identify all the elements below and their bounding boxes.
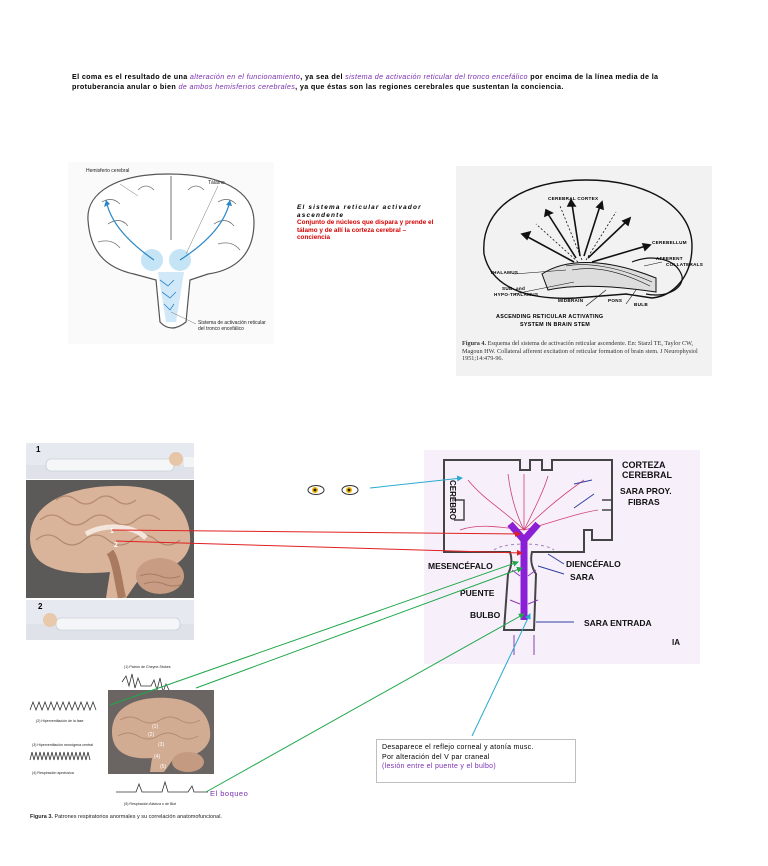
eye-icon-right [341, 482, 359, 495]
fig4-label-bulb: BULB [634, 302, 648, 307]
fig4-label-thalamus: THALAMUS [490, 270, 519, 275]
schematic-label-bulbo: BULBO [470, 610, 501, 620]
corneal-reflex-note: Desaparece el reflejo corneal y atonía m… [376, 739, 576, 783]
photo-number-2: 2 [38, 602, 43, 611]
fig4-label-midbrain: MIDBRAIN [558, 298, 584, 303]
arrow-cyan-eyes [369, 475, 463, 489]
figure-4-caption-text: Esquema del sistema de activación reticu… [462, 340, 698, 363]
lying-patient-1-illustration [26, 452, 194, 479]
schematic-label-cerebro: CEREBRO [448, 480, 457, 521]
ascending-reticular-diagram [483, 179, 693, 307]
intro-emphasis-1: alteración en el funcionamiento [189, 72, 301, 81]
fig4-label-cerebellum: CEREBELLUM [652, 240, 687, 245]
fig4-label-cortex: CEREBRAL CORTEX [548, 196, 599, 201]
schematic-label-sara-entrada: SARA ENTRADA [584, 618, 652, 628]
figure-4-caption: Figura 4. Esquema del sistema de activac… [462, 340, 714, 363]
fig3-label-p2: (2) Hiperventilación de la fase [36, 719, 84, 723]
patient-photo-2: 2 [26, 600, 194, 640]
fig3-label-p4: (4) Respiración apnéusica [32, 771, 74, 775]
label-talamo: Tálamo [208, 180, 225, 186]
corneal-line-1: Desaparece el reflejo corneal y atonía m… [382, 744, 534, 751]
sara-note-title: El sistema reticular activador ascendent… [297, 204, 422, 219]
label-hemisferio: Hemisferio cerebral [86, 168, 130, 174]
intro-text-1: El coma es el resultado de una [72, 72, 190, 81]
arrow-green-2 [195, 566, 523, 689]
arrow-red-1 [111, 529, 521, 537]
fig3-marker-5: (5) [160, 764, 167, 770]
figure-3-caption-text: Patrones respiratorios anormales y su co… [52, 814, 222, 820]
schematic-label-corteza: CORTEZA [622, 460, 666, 470]
fig3-marker-4: (4) [154, 754, 161, 760]
brain-marker-1: 1 [110, 528, 114, 535]
figure-3-caption: Figura 3. Patrones respiratorios anormal… [30, 814, 230, 821]
arrow-red-2 [115, 540, 523, 556]
fig4-label-ascending-1: ASCENDING RETICULAR ACTIVATING [496, 314, 604, 320]
figure-4-caption-label: Figura 4. [462, 340, 487, 347]
arrow-green-1 [109, 560, 519, 706]
brain-marker-2: 2 [114, 542, 118, 549]
sagittal-brain-illustration [26, 480, 194, 599]
eye-icon-left [307, 482, 325, 495]
sara-schematic: CORTEZA CEREBRAL CEREBRO SARA PROY. FIBR… [424, 450, 700, 664]
intro-text-3: por encima de la línea media de la protu… [72, 72, 659, 91]
schematic-label-mesencefalo: MESENCÉFALO [428, 561, 493, 571]
fig4-label-pons: PONS [608, 298, 623, 303]
schematic-label-fibras: FIBRAS [628, 497, 660, 507]
fig3-label-p5: (5) Respiración Atáxica o de Biot [124, 802, 177, 806]
fig4-label-afferent: AFFERENT [656, 256, 683, 261]
figure-4-panel: CEREBRAL CORTEX CEREBELLUM AFFERENT COLL… [456, 166, 712, 376]
fig3-marker-1: (1) [152, 724, 159, 730]
coronal-brain-diagram: Hemisferio cerebral Tálamo Sistema de ac… [68, 162, 274, 344]
respiratory-patterns-illustration [29, 673, 214, 793]
fig4-label-ascending-2: SYSTEM IN BRAIN STEM [520, 322, 591, 328]
sara-schematic-drawing [443, 459, 613, 655]
fig3-marker-2: (2) [148, 732, 155, 738]
lying-patient-2-illustration [26, 613, 194, 640]
figure-3-panel: (1) Patrón de Cheyne-Stokes (2) Hiperven… [28, 662, 216, 812]
schematic-label-ia: IA [672, 638, 680, 647]
coronal-brain-illustration [87, 173, 255, 329]
intro-text-2: , ya sea del [300, 72, 346, 81]
fig4-label-collaterals: COLLATERALS [666, 262, 704, 267]
schematic-label-diencefalo: DIENCÉFALO [566, 559, 621, 569]
corneal-line-3: (lesión entre el puente y el bulbo) [382, 763, 497, 770]
schematic-label-puente: PUENTE [460, 588, 495, 598]
intro-emphasis-2: sistema de activación reticular del tron… [345, 72, 528, 81]
intro-emphasis-3: de ambos hemisferios cerebrales [178, 81, 296, 91]
boqueo-label: El boqueo [210, 789, 249, 798]
intro-text-4: , ya que éstas son las regiones cerebral… [295, 81, 564, 91]
patient-photo-1: 1 [26, 443, 194, 479]
schematic-label-sara-proy: SARA PROY. [620, 486, 672, 496]
figure-3-caption-label: Figura 3. [30, 814, 53, 820]
fig3-label-p1: (1) Patrón de Cheyne-Stokes [124, 665, 171, 669]
fig3-marker-3: (3) [158, 742, 165, 748]
arrow-cyan-corneal [471, 613, 531, 737]
fig3-label-p3: (3) Hiperventilación neurógena central [32, 743, 93, 747]
photo-number-1: 1 [36, 445, 41, 454]
sara-note: El sistema reticular activador ascendent… [297, 204, 437, 242]
fig4-label-sub: SUB- and [502, 286, 526, 291]
arrow-green-3 [205, 613, 525, 793]
schematic-label-cerebral: CEREBRAL [622, 470, 673, 480]
corneal-line-2: Por alteración del V par craneal [382, 753, 490, 761]
sagittal-brain-photo: 1 2 [26, 480, 194, 599]
schematic-label-sara: SARA [570, 572, 595, 582]
intro-paragraph: El coma es el resultado de una alteració… [72, 72, 662, 91]
fig4-label-hypothalamus: HYPO-THALAMUS [494, 292, 539, 297]
label-sistema-activacion: Sistema de activación reticular del tron… [198, 320, 266, 332]
sara-note-body: Conjunto de núcleos que dispara y prende… [297, 219, 434, 242]
